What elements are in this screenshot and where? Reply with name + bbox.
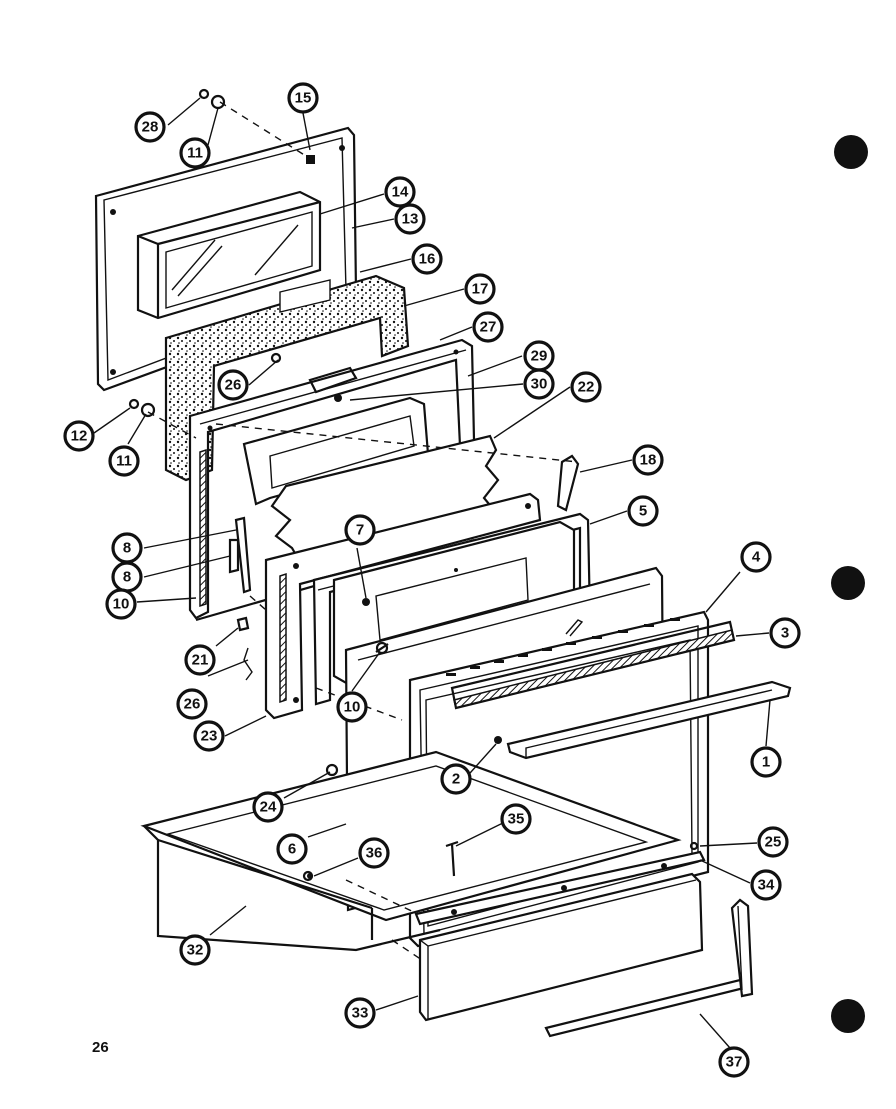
svg-text:27: 27 xyxy=(480,319,497,336)
callout-17: 17 xyxy=(464,273,496,305)
callout-21: 21 xyxy=(184,644,216,676)
bottom-bracket xyxy=(414,850,706,926)
callout-24: 24 xyxy=(252,791,284,823)
svg-text:5: 5 xyxy=(639,503,647,520)
hardware xyxy=(128,88,699,882)
callout-32: 32 xyxy=(179,934,211,966)
callout-7: 7 xyxy=(344,514,376,546)
svg-text:6: 6 xyxy=(288,841,296,858)
callout-1: 1 xyxy=(750,746,782,778)
side-rail xyxy=(544,898,754,1038)
window-pack xyxy=(136,190,322,320)
svg-text:2: 2 xyxy=(452,771,460,788)
svg-text:26: 26 xyxy=(225,377,242,394)
svg-text:24: 24 xyxy=(260,799,277,816)
callout-12: 12 xyxy=(63,420,95,452)
leader-lines xyxy=(93,97,771,1049)
svg-text:15: 15 xyxy=(295,90,312,107)
svg-text:32: 32 xyxy=(187,942,204,959)
svg-text:33: 33 xyxy=(352,1005,369,1022)
svg-text:26: 26 xyxy=(184,696,201,713)
callout-15: 15 xyxy=(287,82,319,114)
svg-text:1: 1 xyxy=(762,754,770,771)
door-hinges xyxy=(228,454,580,594)
svg-text:29: 29 xyxy=(531,348,548,365)
callout-33: 33 xyxy=(344,997,376,1029)
svg-text:14: 14 xyxy=(392,184,409,201)
svg-text:36: 36 xyxy=(366,845,383,862)
callout-13: 13 xyxy=(394,203,426,235)
svg-text:4: 4 xyxy=(752,549,761,566)
callout-27: 27 xyxy=(472,311,504,343)
binder-hole-middle xyxy=(831,566,865,600)
callout-30: 30 xyxy=(523,368,555,400)
callout-26-left: 26 xyxy=(176,688,208,720)
bottom-front-panel xyxy=(418,872,704,1022)
svg-text:17: 17 xyxy=(472,281,489,298)
svg-text:8: 8 xyxy=(123,569,131,586)
trim-strip xyxy=(450,620,736,710)
callout-37: 37 xyxy=(718,1046,750,1078)
svg-text:3: 3 xyxy=(781,625,789,642)
svg-text:18: 18 xyxy=(640,452,657,469)
svg-text:7: 7 xyxy=(356,522,364,539)
callout-3: 3 xyxy=(769,617,801,649)
svg-text:8: 8 xyxy=(123,540,131,557)
svg-text:30: 30 xyxy=(531,376,548,393)
svg-text:21: 21 xyxy=(192,652,209,669)
callout-2: 2 xyxy=(440,763,472,795)
callout-8-lower: 8 xyxy=(111,561,143,593)
callout-10-center: 10 xyxy=(336,691,368,723)
inner-door-panel xyxy=(264,492,542,720)
callout-22: 22 xyxy=(570,371,602,403)
door-insulation xyxy=(164,274,410,482)
bottom-drip-tray xyxy=(140,750,682,952)
svg-text:23: 23 xyxy=(201,728,218,745)
callout-36: 36 xyxy=(358,837,390,869)
svg-text:37: 37 xyxy=(726,1054,743,1071)
callout-31: 28 xyxy=(134,111,166,143)
callout-11-top: 11 xyxy=(179,137,211,169)
callout-29: 29 xyxy=(523,340,555,372)
svg-text:13: 13 xyxy=(402,211,419,228)
callout-11-left: 11 xyxy=(108,445,140,477)
callout-4: 4 xyxy=(740,541,772,573)
svg-text:10: 10 xyxy=(344,699,361,716)
callout-34: 34 xyxy=(750,869,782,901)
callout-35: 35 xyxy=(500,803,532,835)
oven-door-handle xyxy=(506,680,792,760)
svg-text:35: 35 xyxy=(508,811,525,828)
binder-hole-bottom xyxy=(831,999,865,1033)
svg-text:11: 11 xyxy=(116,453,132,470)
callout-16: 16 xyxy=(411,243,443,275)
callout-8-upper: 8 xyxy=(111,532,143,564)
binder-hole-top xyxy=(834,135,868,169)
page-number: 26 xyxy=(92,1039,109,1056)
svg-text:10: 10 xyxy=(113,596,130,613)
svg-text:11: 11 xyxy=(187,145,203,162)
callout-18: 18 xyxy=(632,444,664,476)
callout-14: 14 xyxy=(384,176,416,208)
svg-text:16: 16 xyxy=(419,251,436,268)
svg-text:22: 22 xyxy=(578,379,595,396)
svg-text:28: 28 xyxy=(142,119,159,136)
callout-6: 5 xyxy=(627,495,659,527)
svg-text:34: 34 xyxy=(758,877,775,894)
callout-28: 26 xyxy=(217,369,249,401)
svg-text:12: 12 xyxy=(71,428,88,445)
callout-25: 25 xyxy=(757,826,789,858)
svg-text:25: 25 xyxy=(765,834,782,851)
callout-23: 23 xyxy=(193,720,225,752)
callout-5: 6 xyxy=(276,833,308,865)
callout-10-left: 10 xyxy=(105,588,137,620)
